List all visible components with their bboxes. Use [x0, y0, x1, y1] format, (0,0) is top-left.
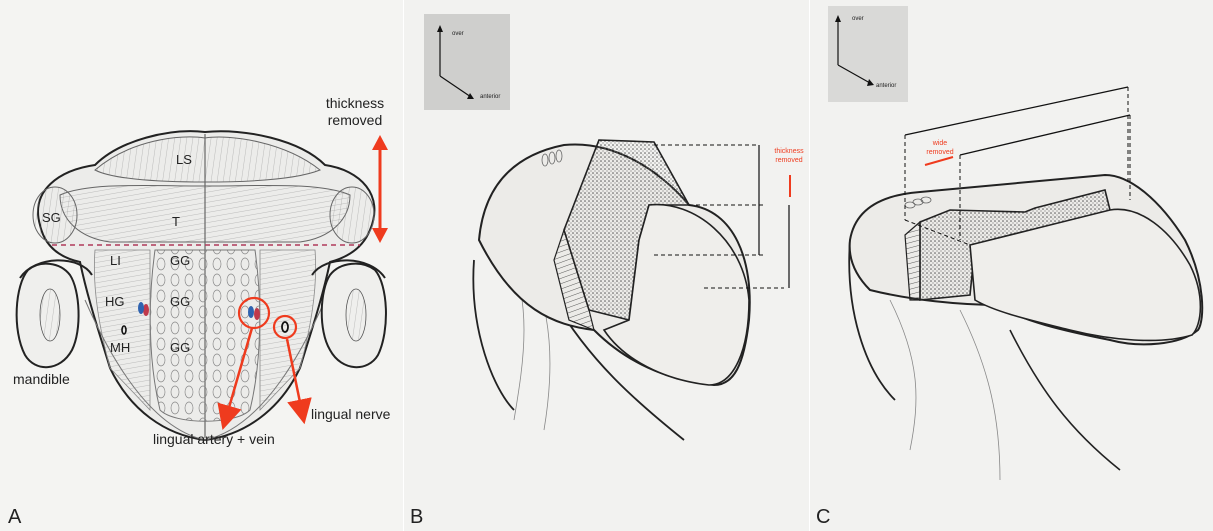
label-li: LI: [110, 253, 121, 268]
axis-over-label: over: [452, 31, 464, 37]
gg-column: [150, 250, 259, 421]
label-t: T: [172, 214, 180, 229]
artery-right: [254, 308, 260, 320]
mandible-right-bone: [346, 289, 366, 341]
label-hg: HG: [105, 294, 125, 309]
label-ls: LS: [176, 152, 192, 167]
mandible-left-bone: [40, 289, 60, 341]
thickness-removed-label-2: removed: [328, 112, 382, 128]
axis-over-label: over: [852, 16, 864, 22]
mandible-label: mandible: [13, 371, 70, 387]
vein-right: [248, 306, 254, 318]
thickness-note-2: removed: [775, 157, 802, 164]
vein-left: [138, 302, 144, 314]
label-sg-left: SG: [42, 210, 61, 225]
axis-anterior-label: anterior: [876, 83, 896, 89]
tongue-cross-section-drawing: LS T SG LI GG HG GG MH GG thickness remo…: [0, 0, 403, 531]
label-gg-mid: GG: [170, 294, 190, 309]
thickness-note-1: thickness: [774, 148, 804, 155]
label-gg-top: GG: [170, 253, 190, 268]
tongue-thickness-resection-sketch: over anterior thickness removed: [404, 0, 809, 531]
label-gg-bottom: GG: [170, 340, 190, 355]
panel-a-letter: A: [8, 506, 21, 529]
panel-c-letter: C: [816, 506, 830, 529]
panel-c: over anterior wide removed C: [810, 0, 1213, 531]
wide-note-2: removed: [926, 149, 953, 156]
panel-b: over anterior thickness removed B: [404, 0, 809, 531]
panel-a: LS T SG LI GG HG GG MH GG thickness remo…: [0, 0, 403, 531]
sg-right-muscle: [330, 187, 374, 243]
artery-vein-label: lingual artery + vein: [153, 431, 275, 447]
thickness-removed-label-1: thickness: [326, 95, 384, 111]
label-mh: MH: [110, 340, 130, 355]
panel-b-letter: B: [410, 506, 423, 529]
tongue-width-resection-sketch: over anterior wide removed: [810, 0, 1213, 531]
wide-note-1: wide: [932, 140, 948, 147]
nerve-label: lingual nerve: [311, 406, 391, 422]
axis-anterior-label: anterior: [480, 94, 500, 100]
artery-left: [143, 304, 149, 316]
